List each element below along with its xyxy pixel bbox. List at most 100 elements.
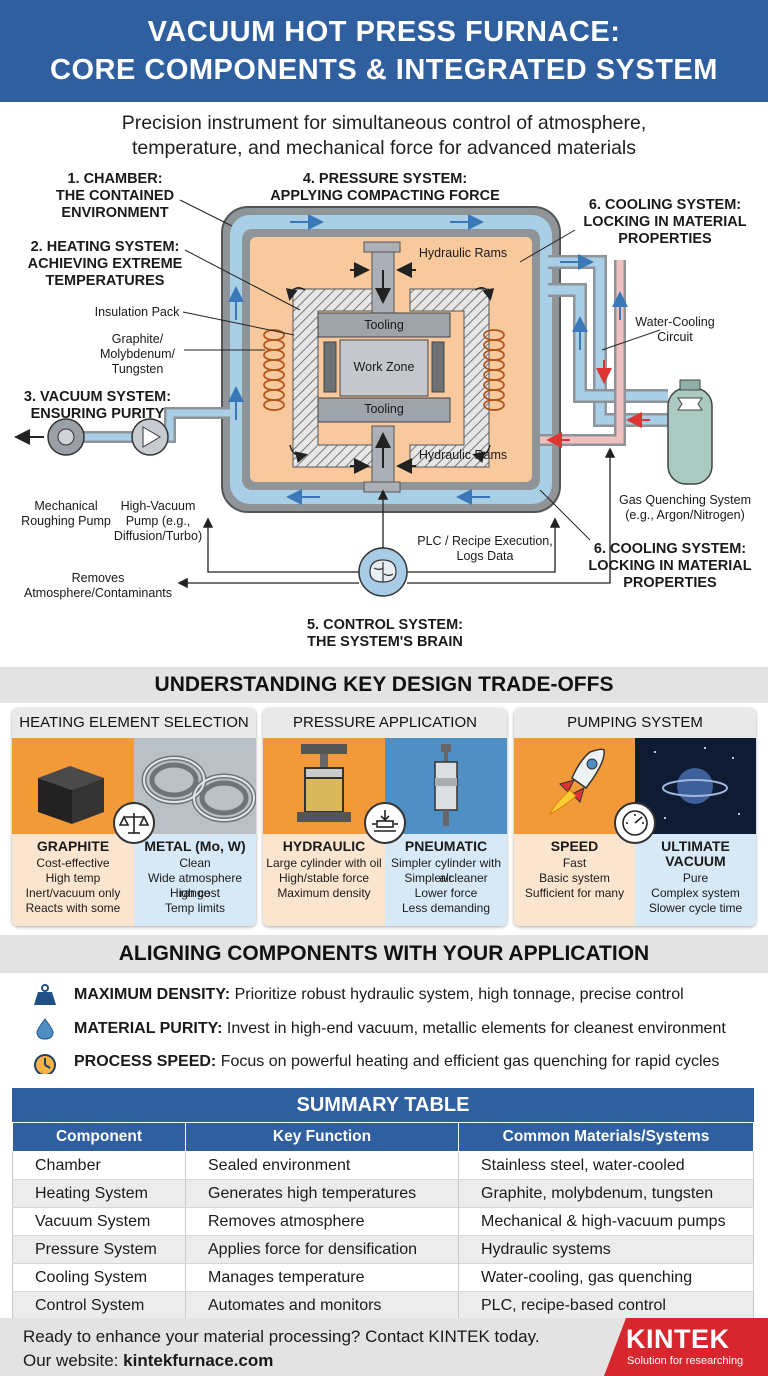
option-line: Simpler/cleaner	[404, 871, 488, 885]
option-line: Slower cycle time	[648, 901, 743, 915]
press-force-icon	[364, 802, 406, 844]
table-cell: Heating System	[12, 1179, 186, 1208]
label-cooling-bottom-l2: LOCKING IN MATERIAL	[588, 558, 752, 574]
option-pneumatic: PNEUMATIC Simpler cylinder with air Simp…	[385, 738, 507, 926]
kintek-logo: KINTEK Solution for researching	[604, 1318, 768, 1376]
label-removes-atmosphere: Removes Atmosphere/Contaminants	[8, 571, 188, 601]
column-header: Key Function	[185, 1122, 459, 1152]
label-vacuum-l1: 3. VACUUM SYSTEM:	[23, 389, 172, 405]
option-line: Sufficient for many	[524, 886, 625, 900]
label-tooling-bottom: Tooling	[364, 402, 404, 416]
die-left	[323, 341, 337, 393]
align-item-density: MAXIMUM DENSITY: Prioritize robust hydra…	[34, 984, 684, 1005]
label-control-system: 5. CONTROL SYSTEM: THE SYSTEM'S BRAIN	[280, 617, 490, 651]
label-cooling-bottom-l1: 6. COOLING SYSTEM:	[593, 541, 747, 557]
label-water-cooling: Water-Cooling Circuit	[620, 315, 730, 345]
card-heating-element: HEATING ELEMENT SELECTION GRAPHITE Cost-…	[12, 708, 256, 926]
option-line: Reacts with some	[25, 901, 121, 915]
card-pressure-application: PRESSURE APPLICATION HYDRAULIC Large cyl…	[263, 708, 507, 926]
option-name: ULTIMATE	[661, 838, 730, 854]
option-name: SPEED	[550, 838, 599, 854]
option-line: Wide atmosphere range	[147, 871, 243, 900]
label-gas-quench: Gas Quenching System (e.g., Argon/Nitrog…	[610, 493, 760, 523]
weight-icon	[34, 984, 56, 1005]
footer-website: Our website: kintekfurnace.com	[23, 1351, 273, 1371]
label-vacuum-l2: ENSURING PURITY	[30, 406, 165, 422]
align-label: MATERIAL PURITY:	[74, 1020, 223, 1037]
table-cell: PLC, recipe-based control	[458, 1291, 754, 1320]
heating-coil-right	[483, 329, 505, 411]
page-title-line1: VACUUM HOT PRESS FURNACE:	[147, 16, 621, 48]
label-heating-system: 2. HEATING SYSTEM: ACHIEVING EXTREME TEM…	[10, 239, 200, 290]
table-cell: Cooling System	[12, 1263, 186, 1292]
table-cell: Control System	[12, 1291, 186, 1320]
label-hv-pump-l1: High-Vacuum	[120, 499, 196, 513]
furnace-diagram	[14, 199, 713, 597]
summary-table: SUMMARY TABLE Component Key Function Com…	[12, 1088, 754, 1320]
table-cell: Generates high temperatures	[185, 1179, 459, 1208]
table-row: Pressure System Applies force for densif…	[12, 1235, 754, 1264]
heating-coil-left	[263, 329, 285, 411]
align-text: Prioritize robust hydraulic system, high…	[230, 986, 684, 1003]
table-cell: Removes atmosphere	[185, 1207, 459, 1236]
label-chamber-l1: 1. CHAMBER:	[67, 171, 163, 187]
label-plc-l2: Logs Data	[456, 549, 514, 563]
label-hv-pump-l3: Diffusion/Turbo)	[113, 529, 203, 543]
label-removes-l2: Atmosphere/Contaminants	[24, 586, 172, 600]
footer-cta: Ready to enhance your material processin…	[23, 1327, 540, 1346]
table-row: Heating System Generates high temperatur…	[12, 1179, 754, 1208]
table-row: Chamber Sealed environment Stainless ste…	[12, 1151, 754, 1180]
tradeoffs-title: UNDERSTANDING KEY DESIGN TRADE-OFFS	[0, 667, 768, 703]
align-text: Invest in high-end vacuum, metallic elem…	[222, 1020, 726, 1037]
label-pressure-system: 4. PRESSURE SYSTEM: APPLYING COMPACTING …	[250, 171, 520, 205]
subtitle-line1: Precision instrument for simultaneous co…	[121, 112, 647, 134]
label-rough-pump-l1: Mechanical	[34, 499, 98, 513]
option-name: METAL (Mo, W)	[144, 838, 246, 854]
option-line: High/stable force	[278, 871, 370, 885]
table-cell: Automates and monitors	[185, 1291, 459, 1320]
balance-scale-icon	[113, 802, 155, 844]
option-line: Simpler cylinder with air	[390, 856, 502, 885]
footer-website-link[interactable]: kintekfurnace.com	[123, 1351, 274, 1370]
label-rough-pump-l2: Roughing Pump	[21, 514, 111, 528]
option-name: HYDRAULIC	[282, 838, 366, 854]
label-heating-l2: ACHIEVING EXTREME	[27, 256, 183, 272]
label-work-zone: Work Zone	[353, 360, 415, 374]
option-name: GRAPHITE	[36, 838, 110, 854]
top-ram-flange	[363, 241, 401, 253]
card-title: HEATING ELEMENT SELECTION	[12, 708, 256, 738]
label-hydraulic-rams-top: Hydraulic Rams	[418, 246, 508, 260]
page-header: VACUUM HOT PRESS FURNACE: CORE COMPONENT…	[0, 0, 768, 102]
label-control-l1: 5. CONTROL SYSTEM:	[306, 617, 464, 633]
bottom-ram-flange	[363, 481, 401, 493]
option-name-line2: VACUUM	[665, 853, 726, 869]
label-chamber-l2: THE CONTAINED	[55, 188, 175, 204]
option-line: Basic system	[539, 871, 610, 885]
gauge-icon	[614, 802, 656, 844]
card-pumping-system: PUMPING SYSTEM SPEED Fast Basic system S…	[514, 708, 756, 926]
option-line: Maximum density	[277, 886, 371, 900]
table-cell: Pressure System	[12, 1235, 186, 1264]
option-hydraulic: HYDRAULIC Large cylinder with oil High/s…	[263, 738, 385, 926]
die-right	[431, 341, 445, 393]
label-removes-l1: Removes	[71, 571, 125, 585]
page-subtitle: Precision instrument for simultaneous co…	[0, 111, 768, 161]
label-hv-pump-l2: Pump (e.g.,	[125, 514, 191, 528]
label-elements-l2: Molybdenum/	[99, 347, 176, 361]
aligning-title: ALIGNING COMPONENTS WITH YOUR APPLICATIO…	[0, 935, 768, 973]
table-cell: Hydraulic systems	[458, 1235, 754, 1264]
label-elements-l1: Graphite/	[111, 332, 164, 346]
table-cell: Mechanical & high-vacuum pumps	[458, 1207, 754, 1236]
summary-table-title: SUMMARY TABLE	[12, 1088, 754, 1122]
label-chamber: 1. CHAMBER: THE CONTAINED ENVIRONMENT	[40, 171, 190, 222]
label-control-l2: THE SYSTEM'S BRAIN	[307, 634, 463, 650]
page-title-line2: CORE COMPONENTS & INTEGRATED SYSTEM	[50, 54, 718, 86]
label-hydraulic-rams-bottom: Hydraulic Rams	[418, 448, 508, 462]
tooling-bottom	[317, 397, 451, 423]
option-line: Complex system	[651, 886, 740, 900]
table-cell: Applies force for densification	[185, 1235, 459, 1264]
option-line: High temp	[45, 871, 101, 885]
align-item-speed: PROCESS SPEED: Focus on powerful heating…	[34, 1052, 719, 1074]
option-line: Less demanding	[401, 901, 491, 915]
label-heating-l3: TEMPERATURES	[45, 273, 165, 289]
